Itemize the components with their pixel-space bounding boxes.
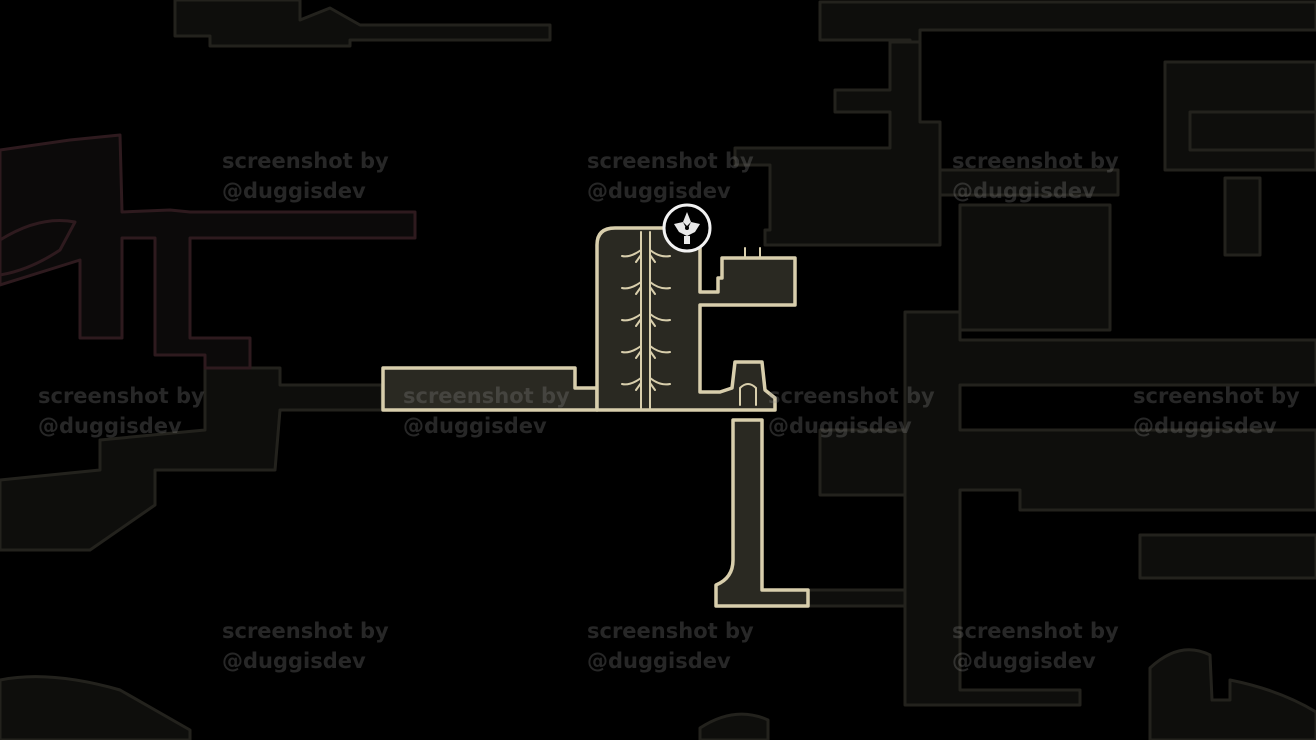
current-area: [381, 226, 810, 608]
neighbor-room-main: [0, 133, 417, 370]
dim-room-bottom-mid: [698, 712, 770, 740]
dim-room-right-chamber: [958, 203, 1112, 332]
dim-room-right-pocket: [818, 428, 907, 497]
dim-room-right-lower: [1138, 533, 1316, 580]
dim-room-left-passage: [0, 366, 384, 552]
dim-room-lower-link: [806, 588, 907, 608]
spine-rib-4: [621, 345, 671, 359]
spine-rib-2: [621, 281, 671, 295]
spine-decoration: [621, 231, 761, 409]
spine-rib-3: [621, 313, 671, 327]
neighbor-area-left: [0, 133, 417, 370]
knight-map-icon: [674, 212, 700, 244]
room-long-hall: [381, 366, 599, 412]
dim-room-top-right-ring: [938, 168, 1120, 197]
player-marker: [662, 203, 712, 253]
dim-room-top-center: [173, 0, 552, 48]
room-lower-shaft: [714, 418, 810, 608]
dim-room-upper-shaft: [733, 40, 942, 247]
dim-room-right-wide: [903, 310, 1316, 707]
dim-room-right-block-b: [1188, 110, 1316, 152]
dim-rooms-right: [173, 0, 1316, 740]
spine-rib-5: [621, 377, 671, 391]
dim-room-bottom-right-dome: [1148, 648, 1316, 740]
dim-rooms-left: [0, 366, 770, 740]
lower-chamber-door: [739, 383, 757, 406]
dim-room-top-right-corridor: [818, 0, 1316, 44]
neighbor-room-arc: [0, 218, 77, 277]
dim-room-bottom-left: [0, 675, 192, 740]
dim-room-right-column: [1223, 176, 1262, 257]
spine-rib-1: [621, 249, 671, 263]
room-spine-shaft: [595, 226, 797, 412]
